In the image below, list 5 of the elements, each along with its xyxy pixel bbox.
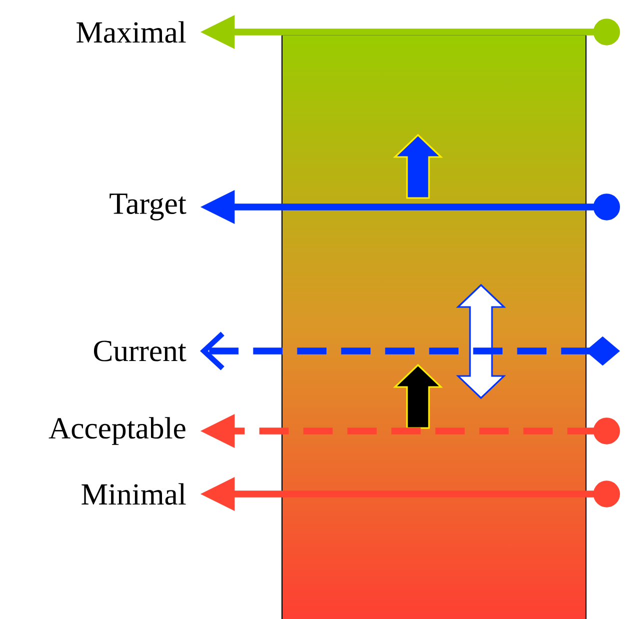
level-label: Maximal xyxy=(76,21,186,43)
level-label: Target xyxy=(110,194,186,220)
level-label: Acceptable xyxy=(48,417,186,445)
level-label: Minimal xyxy=(82,483,186,505)
level-label: Current xyxy=(94,340,186,362)
